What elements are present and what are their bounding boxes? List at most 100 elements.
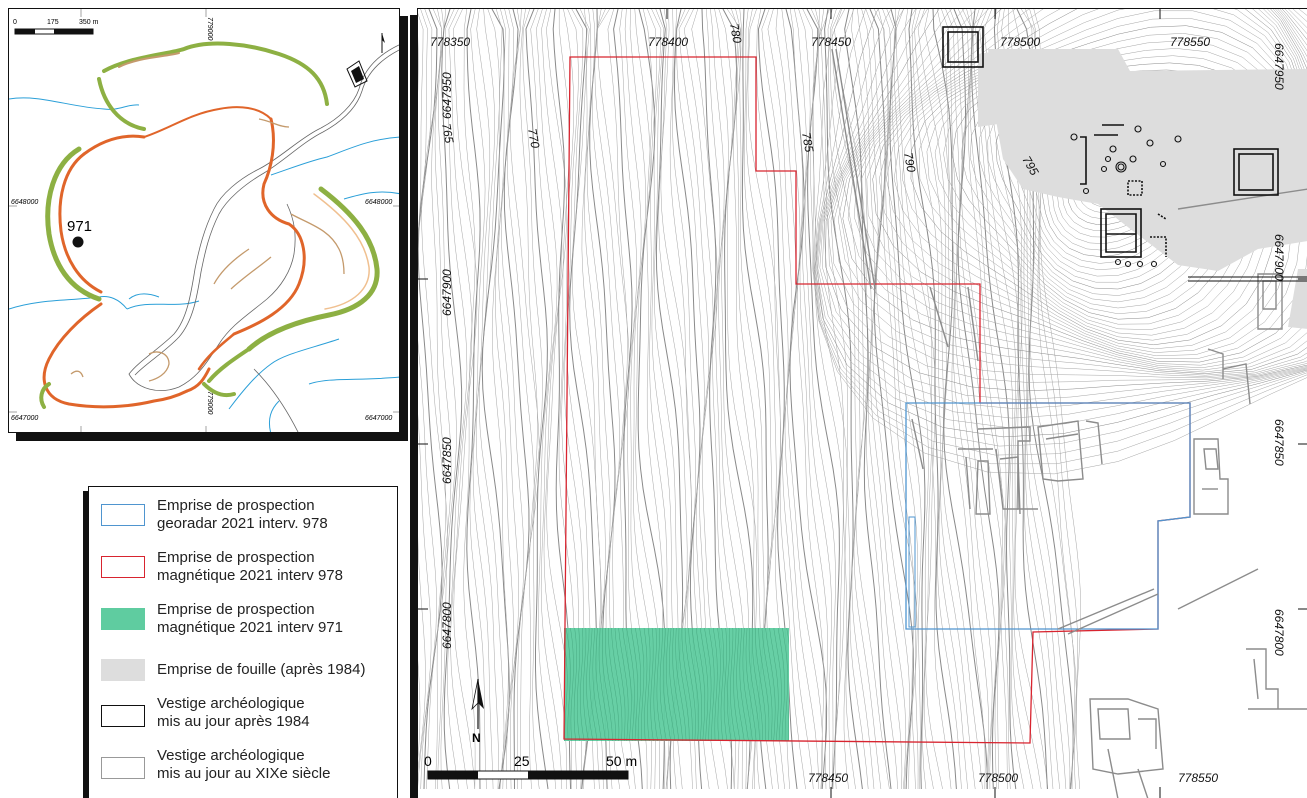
contour-line <box>611 628 623 741</box>
main-scale-bar: 0 25 50 m <box>424 753 637 780</box>
excavation-footprint-area <box>978 49 1307 329</box>
contour-line <box>736 628 745 741</box>
main-scale-label-0: 0 <box>424 753 432 769</box>
legend-label-remains-after-1984-2: mis au jour après 1984 <box>157 713 310 730</box>
contour-line <box>851 9 898 790</box>
contour-line <box>830 9 1307 379</box>
contour-line <box>662 628 671 741</box>
contour-line <box>752 628 763 741</box>
contour-line <box>819 9 1307 410</box>
contour-line <box>952 62 1275 320</box>
contour-line <box>817 9 1307 419</box>
contour-line <box>739 628 749 741</box>
contour-line <box>519 9 538 790</box>
legend-item-georadar: Emprise de prospection georadar 2021 int… <box>99 497 394 539</box>
inset-site-marker-icon <box>72 236 84 248</box>
contour-line <box>878 9 1307 359</box>
x-bottom-label-778450: 778450 <box>808 771 848 785</box>
legend-item-magnetic-978: Emprise de prospection magnétique 2021 i… <box>99 549 394 591</box>
contour-line <box>656 628 663 741</box>
x-bottom-label-778550: 778550 <box>1178 771 1218 785</box>
legend-label-georadar-1: Emprise de prospection <box>157 497 315 514</box>
contour-line <box>773 628 782 741</box>
legend-label-magnetic-971-1: Emprise de prospection <box>157 601 315 618</box>
contour-line <box>782 628 788 741</box>
contour-line <box>949 9 996 790</box>
contour-line <box>564 639 568 741</box>
north-arrow-icon: N <box>471 678 484 745</box>
main-scale-label-25: 25 <box>514 753 530 769</box>
contour-line <box>828 9 1307 383</box>
contour-line <box>481 9 510 790</box>
inset-roads <box>128 44 399 432</box>
contour-line <box>580 628 585 741</box>
main-map-svg: 778350 778400 778450 778500 778550 77845… <box>418 9 1307 798</box>
contour-line <box>608 628 620 741</box>
contour-line <box>727 628 732 741</box>
contour-line <box>723 628 728 741</box>
contour-line <box>564 674 565 702</box>
inset-scale-label-175: 175 <box>47 19 59 26</box>
contour-line <box>678 628 690 741</box>
contour-line <box>966 9 1008 790</box>
contour-line <box>820 9 856 790</box>
contour-line <box>979 9 1042 790</box>
contour-line <box>605 628 616 741</box>
contour-line <box>522 9 543 790</box>
contour-line <box>583 628 589 741</box>
inset-scale-label-0: 0 <box>13 19 17 26</box>
contour-line <box>463 9 476 790</box>
contour-line <box>833 9 1307 377</box>
contour-line <box>622 628 632 741</box>
main-coordinate-labels: 778350 778400 778450 778500 778550 77845… <box>430 35 1286 785</box>
contour-line <box>869 9 914 790</box>
contour-line <box>733 628 741 741</box>
contour-line <box>769 628 779 741</box>
legend-label-georadar-2: georadar 2021 interv. 978 <box>157 515 328 532</box>
inset-ramparts <box>39 41 380 409</box>
post-holes <box>1070 125 1182 268</box>
contour-line <box>469 9 487 790</box>
contour-line <box>844 9 892 790</box>
georadar-strip <box>908 516 916 628</box>
main-grid-ticks <box>418 9 1307 798</box>
contour-line <box>941 9 989 790</box>
legend-swatch-remains-19th <box>101 757 145 779</box>
contour-line <box>911 9 962 790</box>
contour-line <box>822 9 1307 400</box>
contour-line <box>918 33 1290 341</box>
contour-label-765: 765 <box>439 122 456 144</box>
x-top-label-778450: 778450 <box>811 35 851 49</box>
contour-line <box>653 628 658 741</box>
contour-line <box>448 9 473 790</box>
contour-line <box>813 9 1307 456</box>
contour-line <box>800 619 807 749</box>
contour-line <box>434 9 452 790</box>
inset-y-right-upper-label: 6648000 <box>365 199 392 206</box>
main-survey-map: 778350 778400 778450 778500 778550 77845… <box>417 8 1307 798</box>
inset-north-arrow-icon <box>381 33 385 53</box>
contour-line <box>837 9 1307 376</box>
contour-line <box>695 628 706 741</box>
legend-swatch-georadar <box>101 504 145 526</box>
contour-line <box>816 9 1307 428</box>
contour-label-780: 780 <box>727 22 744 44</box>
contour-line <box>453 9 478 790</box>
contour-line <box>842 9 1307 374</box>
y-right-label-6647950: 6647950 <box>1272 43 1286 90</box>
contour-line <box>781 9 823 790</box>
contour-line <box>565 628 571 741</box>
contour-line <box>878 9 916 790</box>
contour-line <box>475 9 499 790</box>
contour-label-785: 785 <box>799 131 816 153</box>
y-left-label-6647800: 6647800 <box>440 602 454 649</box>
contour-line <box>777 628 785 741</box>
contour-line <box>700 628 709 741</box>
contour-line <box>708 628 715 741</box>
remains-19th-century <box>831 48 1307 798</box>
contour-line <box>969 9 1011 790</box>
main-scale-label-50: 50 m <box>606 753 637 769</box>
contour-line <box>495 9 514 790</box>
legend-item-excavation: Emprise de fouille (après 1984) <box>99 659 394 701</box>
contour-line <box>717 628 721 741</box>
